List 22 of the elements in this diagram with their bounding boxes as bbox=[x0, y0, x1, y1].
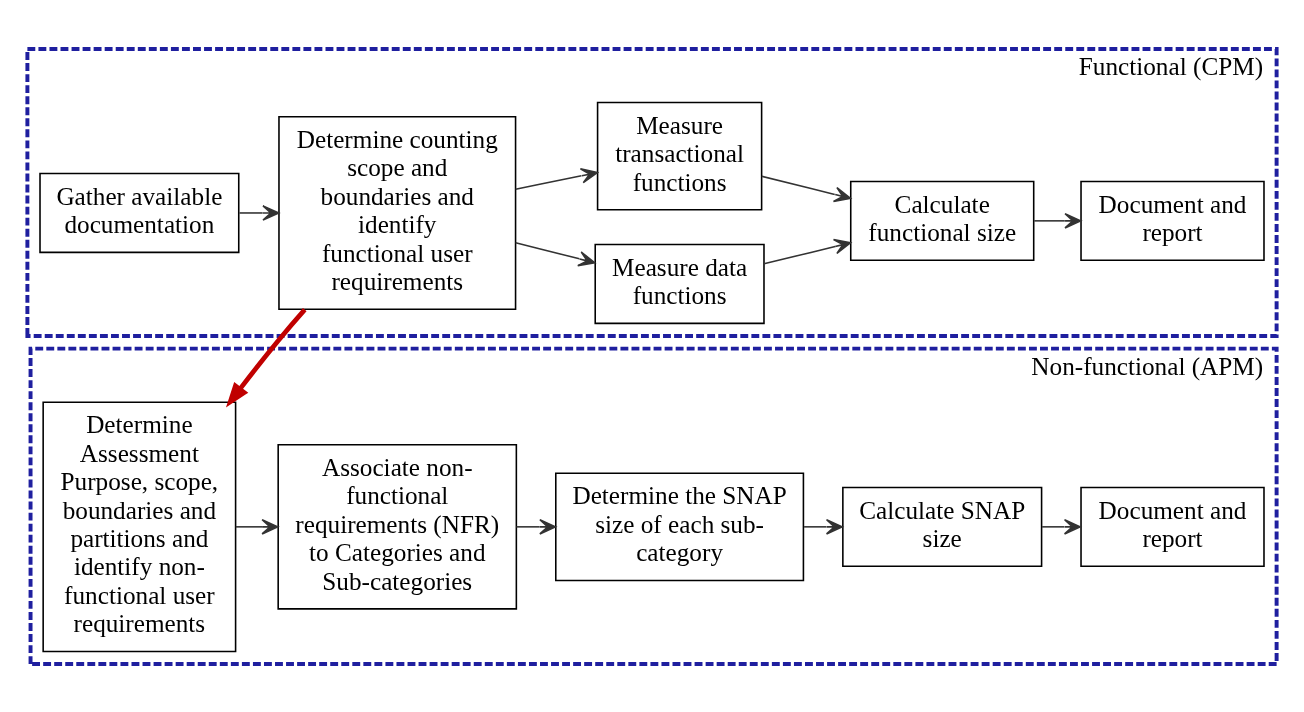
node-box: Document and report bbox=[1080, 180, 1265, 261]
node-box: Calculate SNAP size bbox=[842, 486, 1043, 567]
arrow bbox=[1033, 212, 1082, 229]
node-box: Document and report bbox=[1080, 486, 1265, 567]
arrow bbox=[235, 518, 279, 535]
node-box: Measure transactional functions bbox=[596, 101, 763, 211]
node-box: Associate non-functional requirements (NFR) to Categories and Sub-categories bbox=[277, 443, 518, 610]
arrow bbox=[514, 167, 599, 190]
node-box: Gather available documentation bbox=[39, 172, 240, 253]
arrow bbox=[1041, 518, 1082, 535]
node-box: Calculate functional size bbox=[849, 180, 1035, 261]
arrow bbox=[514, 241, 596, 267]
arrow bbox=[763, 238, 852, 265]
node-box: Determine Assessment Purpose, scope, boundaries and partitions and identify non-functional user requirements bbox=[42, 400, 237, 652]
arrow bbox=[803, 518, 844, 535]
arrow bbox=[225, 307, 307, 407]
node-box: Measure data functions bbox=[594, 243, 765, 324]
arrow bbox=[238, 204, 280, 221]
node-box: Determine counting scope and boundaries and identify functional user requirements bbox=[278, 115, 517, 310]
arrow bbox=[761, 175, 852, 202]
arrow bbox=[515, 518, 557, 535]
node-box: Determine the SNAP size of each sub-category bbox=[555, 471, 805, 581]
